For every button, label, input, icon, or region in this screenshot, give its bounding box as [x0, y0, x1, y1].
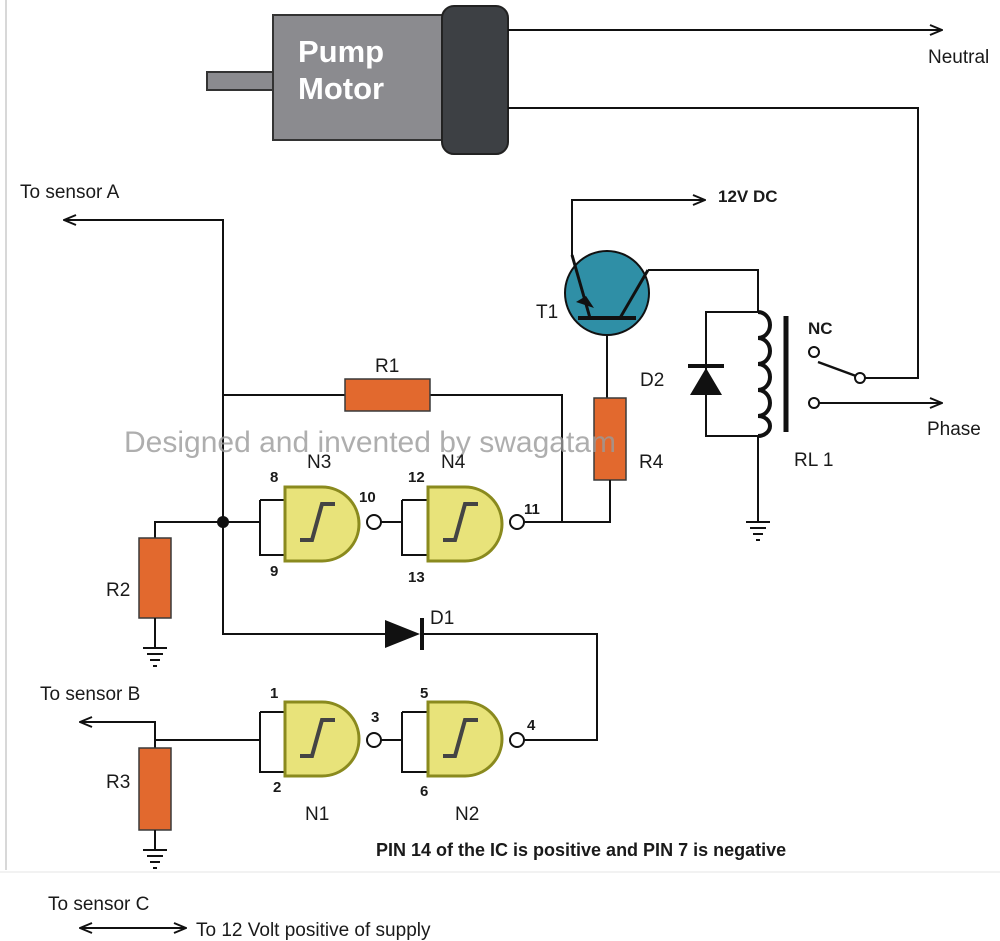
pin-10: 10	[359, 489, 376, 506]
motor-label-line1: Pump	[298, 34, 384, 69]
r2-ground-icon	[143, 647, 167, 667]
r3-ground-icon	[143, 849, 167, 869]
sensor-b-wire	[80, 722, 156, 748]
d1-right-wire	[422, 633, 598, 741]
neutral-label: Neutral	[928, 47, 989, 68]
pin-11: 11	[524, 501, 540, 518]
sensor-c-label: To sensor C	[48, 894, 149, 915]
pin-4: 4	[527, 717, 536, 734]
d1-left-wire	[222, 522, 385, 635]
pin-3: 3	[371, 709, 379, 726]
motor-label-line2: Motor	[298, 71, 384, 106]
pin-8: 8	[270, 469, 278, 486]
gate-n1	[283, 700, 382, 778]
diode-d2	[688, 364, 724, 395]
transistor-t1	[564, 250, 650, 336]
n1-input-wire	[259, 712, 285, 773]
r3-label: R3	[106, 772, 130, 793]
motor-phase-wire	[508, 107, 919, 379]
pin-1: 1	[270, 685, 278, 702]
r1-label: R1	[375, 356, 399, 377]
r1-wire-right	[430, 394, 563, 522]
relay-rl1	[705, 300, 866, 448]
n4-input-wire	[401, 500, 428, 556]
r2-label: R2	[106, 580, 130, 601]
watermark-text: Designed and invented by swagatam	[124, 426, 616, 459]
ic-pin-note: PIN 14 of the IC is positive and PIN 7 i…	[376, 840, 786, 860]
pin-9: 9	[270, 563, 278, 580]
sensor-a-wire	[64, 220, 224, 522]
supply-label: To 12 Volt positive of supply	[196, 920, 431, 941]
pin-2: 2	[273, 779, 281, 796]
n3-label: N3	[307, 452, 331, 473]
sensor-b-label: To sensor B	[40, 684, 140, 705]
nc-label: NC	[808, 319, 833, 338]
pump-motor: Pump Motor	[206, 5, 509, 155]
r2-top-wire	[154, 521, 260, 538]
pin-13: 13	[408, 569, 425, 586]
resistor-r2	[138, 537, 172, 619]
motor-end-cap	[441, 5, 509, 155]
r4-label: R4	[639, 452, 664, 473]
pin-6: 6	[420, 783, 428, 800]
n1-label: N1	[305, 804, 329, 825]
n2-label: N2	[455, 804, 479, 825]
pin-12: 12	[408, 469, 425, 486]
diode-d1	[385, 618, 424, 650]
d2-label: D2	[640, 370, 664, 391]
resistor-r3	[138, 747, 172, 831]
resistor-r4	[593, 397, 627, 481]
gate-n2	[426, 700, 525, 778]
n4-label: N4	[441, 452, 466, 473]
collector-wire	[648, 269, 759, 300]
sensor-a-label: To sensor A	[20, 182, 120, 203]
pin-5: 5	[420, 685, 428, 702]
n3-input-wire	[259, 500, 285, 556]
resistor-r1	[344, 378, 431, 412]
t1-label: T1	[536, 302, 558, 323]
rl1-label: RL 1	[794, 450, 833, 471]
gate-n4	[426, 485, 525, 563]
dc12-label: 12V DC	[718, 187, 778, 206]
r4-wire-bottom	[545, 480, 611, 523]
phase-label: Phase	[927, 419, 981, 440]
motor-shaft	[206, 71, 278, 91]
dc12-wire	[571, 200, 705, 256]
relay-ground-icon	[746, 521, 770, 541]
n2-input-wire	[401, 712, 428, 773]
d1-label: D1	[430, 608, 454, 629]
